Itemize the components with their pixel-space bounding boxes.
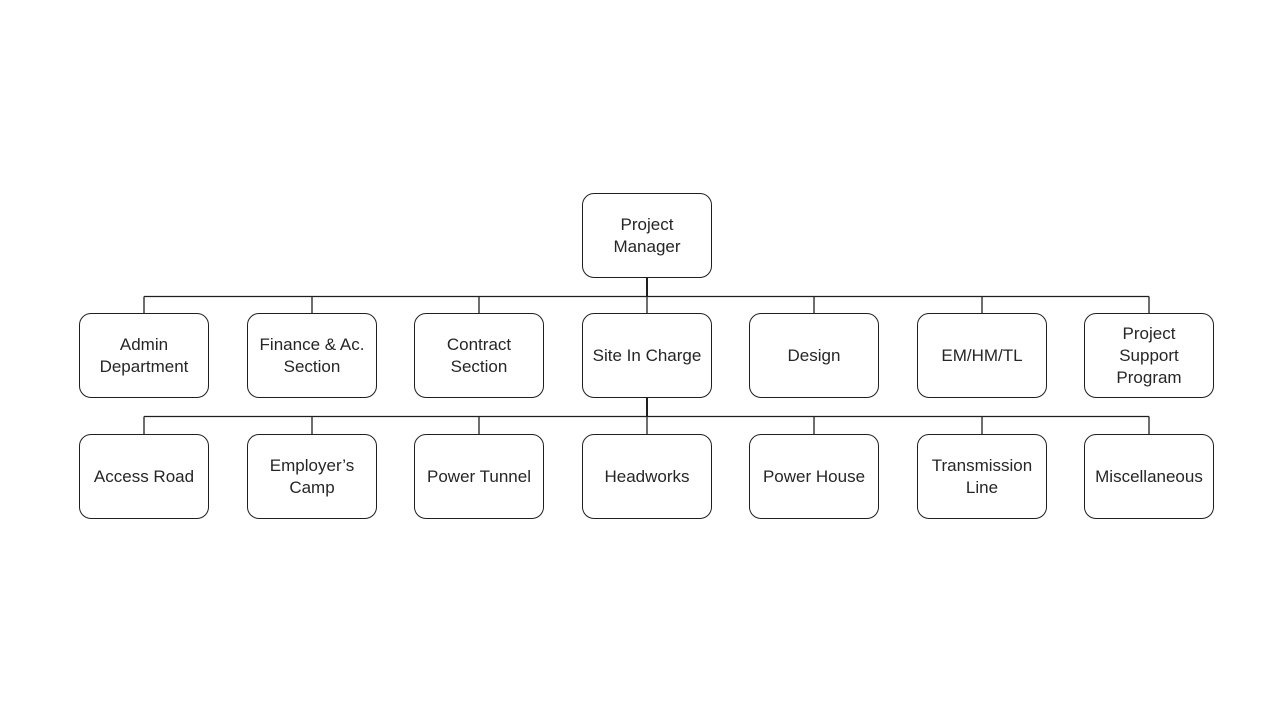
org-node-headworks: Headworks [582,434,712,519]
org-node-project-manager: Project Manager [582,193,712,278]
org-node-label: EM/HM/TL [941,345,1023,365]
org-node-label: Headworks [604,466,690,486]
org-node-employers-camp: Employer’s Camp [247,434,377,519]
org-node-project-support-program: Project Support Program [1084,313,1214,398]
org-node-label: Contract Section [446,334,512,376]
org-node-label: Site In Charge [592,345,702,365]
org-node-label: Transmission Line [931,455,1033,497]
org-node-finance-ac-section: Finance & Ac. Section [247,313,377,398]
org-node-miscellaneous: Miscellaneous [1084,434,1214,519]
org-node-power-house: Power House [749,434,879,519]
org-node-site-in-charge: Site In Charge [582,313,712,398]
org-node-label: Power House [762,466,866,486]
org-node-admin-department: Admin Department [79,313,209,398]
org-node-label: Employer’s Camp [269,455,355,497]
org-node-contract-section: Contract Section [414,313,544,398]
org-node-label: Finance & Ac. Section [259,334,365,376]
org-node-transmission-line: Transmission Line [917,434,1047,519]
org-node-em-hm-tl: EM/HM/TL [917,313,1047,398]
org-node-label: Power Tunnel [427,466,531,486]
org-node-power-tunnel: Power Tunnel [414,434,544,519]
org-node-label: Design [787,345,841,365]
org-node-label: Project Manager [613,214,681,256]
org-node-label: Access Road [93,466,195,486]
org-node-design: Design [749,313,879,398]
org-node-label: Miscellaneous [1095,466,1203,486]
org-node-label: Admin Department [99,334,189,376]
org-node-access-road: Access Road [79,434,209,519]
org-node-label: Project Support Program [1116,323,1182,387]
